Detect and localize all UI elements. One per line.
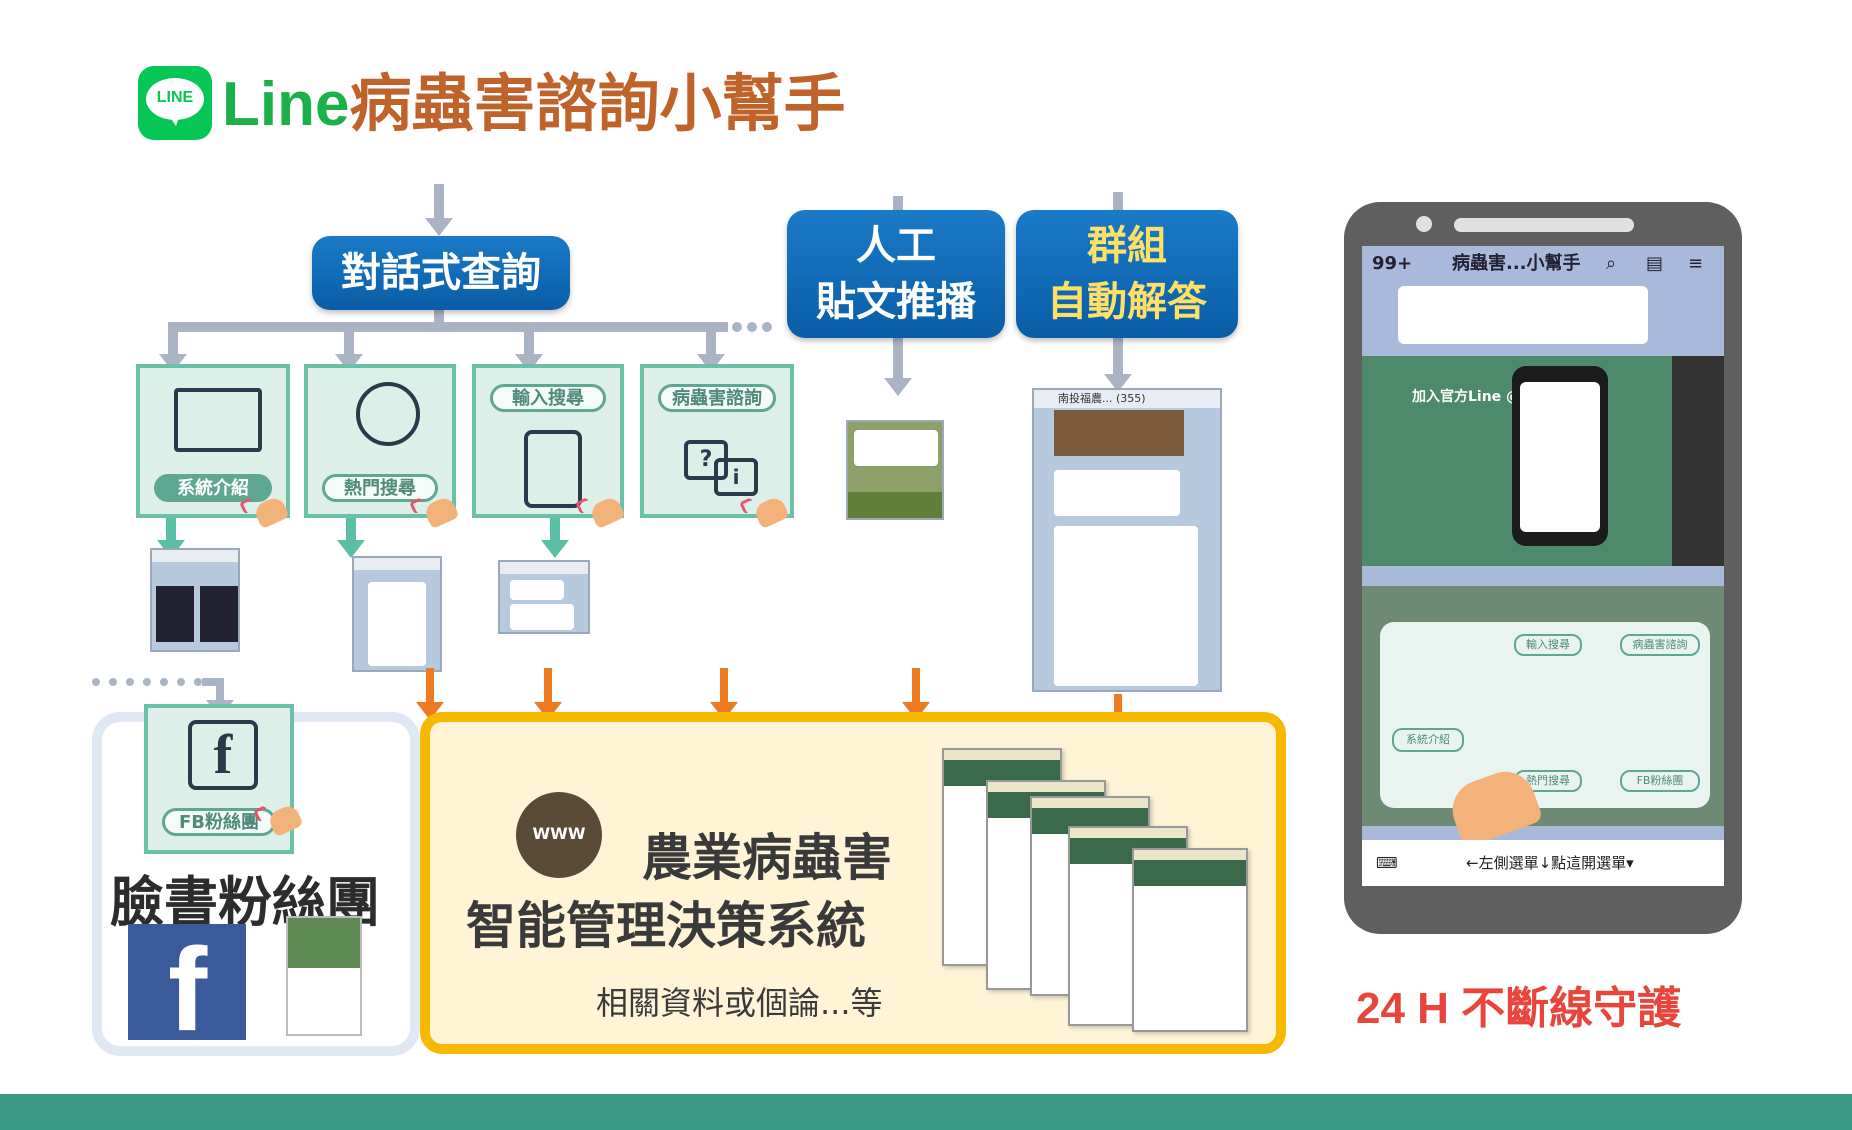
- menu-tile-pest-consult[interactable]: 病蟲害諮詢 ? i: [640, 364, 794, 518]
- rich-menu-label[interactable]: FB粉絲團: [1620, 770, 1700, 792]
- phone-message-bubble: [1398, 286, 1648, 344]
- connector: [1113, 192, 1123, 210]
- arrow-head: [337, 540, 365, 558]
- title-zh: 病蟲害諮詢小幫手: [349, 67, 846, 140]
- screenshot-hot-search: [352, 556, 442, 672]
- connector: [168, 322, 728, 332]
- menu-tile-system-intro[interactable]: 系統介紹: [136, 364, 290, 518]
- connector: [550, 518, 560, 542]
- search-icon[interactable]: ⌕: [1606, 253, 1617, 274]
- keyboard-icon[interactable]: ⌨: [1376, 854, 1398, 872]
- arrow-head: [884, 378, 912, 396]
- phone-footer-text[interactable]: ←左側選單↓點這開選單▾: [1466, 854, 1634, 872]
- facebook-icon: f: [188, 720, 258, 790]
- connector: [524, 322, 534, 358]
- phone-search-icon: [524, 430, 582, 508]
- phone-footer: ⌨ ←左側選單↓點這開選單▾: [1362, 840, 1724, 886]
- connector: [434, 184, 444, 226]
- group-chat-header: 南投福農... (355): [1034, 390, 1220, 408]
- connector: [166, 518, 176, 542]
- connector: [426, 668, 434, 706]
- line-logo-text: LINE: [156, 89, 194, 106]
- screenshot-manual-post: [846, 420, 944, 520]
- manual-post-line2: 貼文推播: [816, 279, 976, 325]
- menu-tile-input-search[interactable]: 輸入搜尋: [472, 364, 624, 518]
- connector: [720, 668, 728, 706]
- footer-bar: [0, 1094, 1852, 1130]
- connector: [434, 310, 444, 330]
- chat-info-icon: i: [714, 458, 758, 496]
- camera-icon: [1416, 216, 1432, 232]
- rich-menu-label[interactable]: 病蟲害諮詢: [1620, 634, 1700, 656]
- system-subtitle: 相關資料或個論...等: [596, 984, 883, 1022]
- connector: [202, 678, 222, 686]
- connector: [706, 322, 716, 358]
- notes-icon[interactable]: ▤: [1646, 253, 1664, 274]
- rich-menu-label[interactable]: 輸入搜尋: [1514, 634, 1582, 656]
- phone-chat-header: 99+ 病蟲害...小幫手 ⌕ ▤ ≡: [1362, 246, 1724, 282]
- connector: [544, 668, 552, 706]
- connector: [912, 668, 920, 706]
- menu-tile-label: 病蟲害諮詢: [658, 384, 776, 412]
- connector: [1113, 338, 1123, 378]
- system-title-line2: 智能管理決策系統: [466, 897, 866, 955]
- group-auto-line2: 自動解答: [1047, 279, 1207, 325]
- phone-rich-menu: 系統介紹 熱門搜尋 輸入搜尋 病蟲害諮詢 FB粉絲團: [1380, 622, 1710, 808]
- connector-dotted: [92, 678, 202, 686]
- arrow-head: [1104, 374, 1132, 392]
- group-auto-line1: 群組: [1087, 223, 1167, 269]
- menu-tile-label: 輸入搜尋: [490, 384, 606, 412]
- page-title: Line病蟲害諮詢小幫手: [222, 64, 845, 145]
- arrow-head: [425, 218, 453, 236]
- connector: [893, 196, 903, 210]
- tagline: 24 H 不斷線守護: [1356, 984, 1682, 1033]
- menu-icon[interactable]: ≡: [1688, 253, 1704, 274]
- group-auto-node: 群組 自動解答: [1016, 210, 1238, 338]
- manual-post-line1: 人工: [856, 223, 936, 269]
- phone-video-banner: 加入官方Line @: [1362, 356, 1724, 566]
- menu-tile-hot-search[interactable]: 熱門搜尋: [304, 364, 456, 518]
- phone-back-count[interactable]: 99+: [1372, 253, 1413, 274]
- connector: [1114, 694, 1122, 722]
- rich-menu-label[interactable]: 系統介紹: [1392, 728, 1464, 752]
- trend-magnifier-icon: [356, 382, 420, 446]
- connector: [893, 338, 903, 382]
- globe-www-icon: WWW: [516, 792, 602, 878]
- computer-bulb-icon: [174, 388, 262, 452]
- connector: [216, 678, 224, 706]
- screenshot-group-chat: 南投福農... (355): [1032, 388, 1222, 692]
- dialog-query-node: 對話式查詢: [312, 236, 570, 310]
- facebook-logo-icon: f: [128, 924, 246, 1049]
- fb-page-screenshot: [286, 916, 362, 1036]
- phone-screen: 99+ 病蟲害...小幫手 ⌕ ▤ ≡ 加入官方Line @ 系統介紹 熱門搜尋…: [1362, 246, 1724, 886]
- manual-post-node: 人工 貼文推播: [787, 210, 1005, 338]
- www-icon-text: WWW: [532, 824, 586, 843]
- menu-tile-fb-fanpage[interactable]: f FB粉絲團: [144, 704, 294, 854]
- web-page-thumb: [1132, 848, 1248, 1032]
- phone-banner-text: 加入官方Line @: [1412, 389, 1521, 405]
- arrow-head: [541, 540, 569, 558]
- connector: [346, 518, 356, 542]
- facebook-logo-letter: f: [168, 924, 208, 1056]
- line-logo-icon: LINE: [138, 66, 212, 140]
- speaker-icon: [1454, 218, 1634, 232]
- connector-dotted: [732, 322, 772, 332]
- phone-chat-title: 病蟲害...小幫手: [1452, 253, 1581, 274]
- title-en: Line: [222, 70, 350, 139]
- screenshot-input-search: [498, 560, 590, 634]
- connector: [344, 322, 354, 358]
- screenshot-system-intro: [150, 548, 240, 652]
- system-title-line1: 農業病蟲害: [642, 829, 892, 887]
- connector: [168, 322, 178, 358]
- menu-tile-label: 系統介紹: [154, 474, 272, 502]
